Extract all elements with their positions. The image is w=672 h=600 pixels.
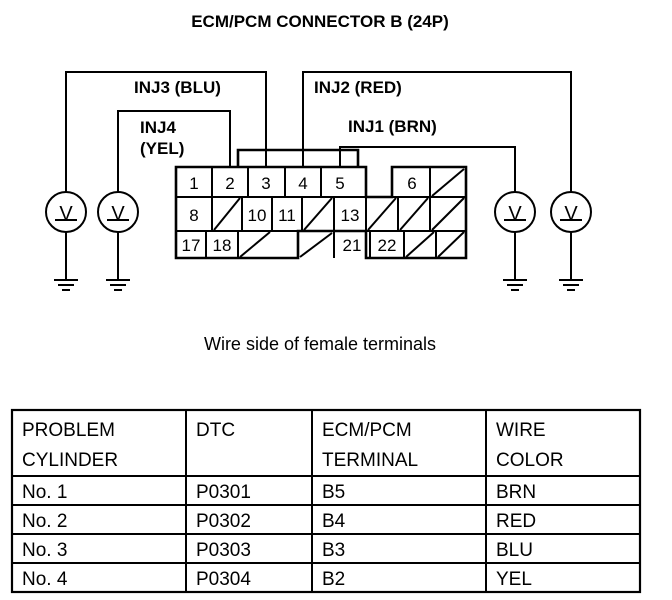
label-inj4-line1: INJ4	[140, 118, 176, 137]
table-cell-dtc: P0302	[196, 511, 251, 532]
voltmeter-symbol: V	[59, 203, 73, 225]
label-inj4-line2: (YEL)	[140, 139, 184, 158]
voltmeter-inj2: V	[550, 191, 592, 291]
connector-lock-tab	[236, 148, 360, 167]
table-cell-terminal: B4	[322, 511, 346, 532]
terminal-table: PROBLEM CYLINDER DTC ECM/PCM TERMINAL WI…	[10, 408, 642, 594]
label-inj3: INJ3 (BLU)	[134, 78, 221, 97]
pin-numbers: 1 2 3 4 5 6 8 10 11 13 17 18 21 22	[182, 174, 417, 255]
header-terminal-line2: TERMINAL	[322, 450, 418, 471]
pin-10: 10	[248, 206, 267, 225]
header-wire-color-line1: WIRE	[496, 420, 546, 441]
wire-inj2	[302, 71, 572, 192]
table-cell-terminal: B5	[322, 482, 345, 503]
voltmeter-inj3: V	[45, 191, 87, 291]
pin-22: 22	[378, 236, 397, 255]
label-inj2: INJ2 (RED)	[314, 78, 402, 97]
voltmeter-inj4: V	[97, 191, 139, 291]
connector-grid	[176, 167, 466, 258]
table-cell-cylinder: No. 2	[22, 511, 67, 532]
pin-4: 4	[298, 174, 307, 193]
table-cell-cylinder: No. 3	[22, 540, 67, 561]
table-cell-color: BLU	[496, 540, 533, 561]
header-dtc: DTC	[196, 420, 235, 441]
pin-11: 11	[278, 206, 296, 225]
wires	[65, 71, 572, 192]
pin-18: 18	[213, 236, 232, 255]
pin-5: 5	[335, 174, 344, 193]
table-cell-dtc: P0303	[196, 540, 251, 561]
voltmeter-symbol: V	[111, 203, 125, 225]
diagram-title: ECM/PCM CONNECTOR B (24P)	[191, 12, 449, 31]
voltmeter-symbol: V	[508, 203, 522, 225]
table-cell-cylinder: No. 4	[22, 569, 68, 590]
table-cell-color: BRN	[496, 482, 536, 503]
wire-inj4	[117, 110, 231, 192]
table-cell-terminal: B2	[322, 569, 345, 590]
label-inj1: INJ1 (BRN)	[348, 117, 437, 136]
table-cell-color: YEL	[496, 569, 532, 590]
table-cell-dtc: P0301	[196, 482, 251, 503]
pin-3: 3	[261, 174, 270, 193]
pin-17: 17	[182, 236, 201, 255]
wire-inj1	[339, 146, 516, 192]
header-wire-color-line2: COLOR	[496, 450, 564, 471]
voltmeter-symbol: V	[564, 203, 578, 225]
diagram-caption: Wire side of female terminals	[204, 334, 436, 354]
table-cell-terminal: B3	[322, 540, 345, 561]
voltmeter-inj1: V	[494, 191, 536, 291]
table-cell-color: RED	[496, 511, 536, 532]
empty-cavities	[213, 168, 465, 258]
table-cell-dtc: P0304	[196, 569, 251, 590]
header-problem-cylinder-line1: PROBLEM	[22, 420, 115, 441]
pin-1: 1	[189, 174, 198, 193]
pin-2: 2	[225, 174, 234, 193]
pin-21: 21	[343, 236, 362, 255]
pin-6: 6	[407, 174, 416, 193]
wire-inj3	[65, 71, 267, 192]
header-problem-cylinder-line2: CYLINDER	[22, 450, 118, 471]
header-terminal-line1: ECM/PCM	[322, 420, 412, 441]
pin-8: 8	[189, 206, 198, 225]
table-cell-cylinder: No. 1	[22, 482, 67, 503]
pin-13: 13	[341, 206, 360, 225]
